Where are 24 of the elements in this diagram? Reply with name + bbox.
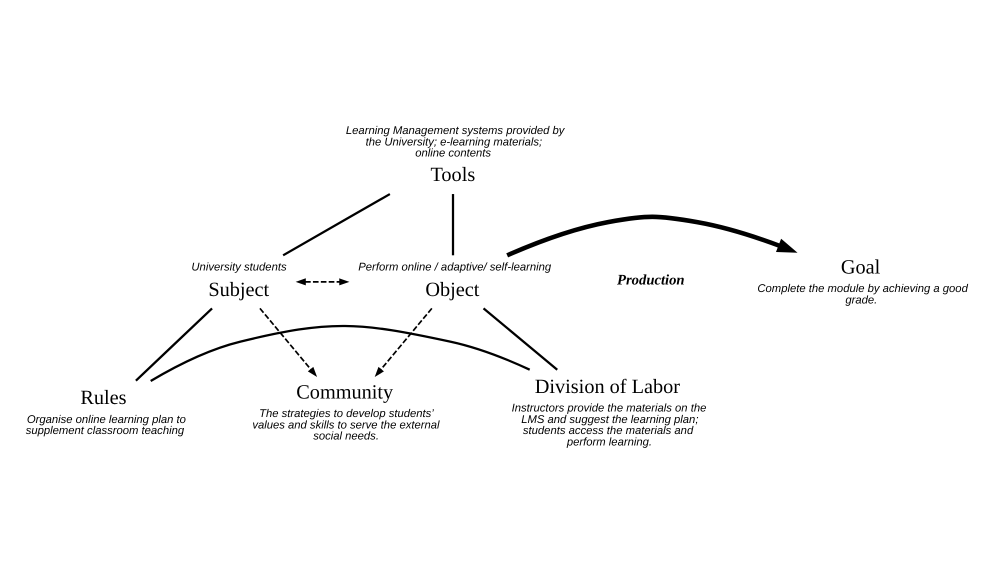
node-text: Community	[296, 381, 394, 404]
node-label: University students	[191, 262, 287, 274]
connector	[150, 324, 530, 382]
arrow	[374, 308, 432, 377]
node-label: Organise online learning plan to supplement classroom teaching	[26, 414, 186, 438]
node-text: Division of Labor	[534, 376, 680, 398]
arrow	[296, 278, 350, 286]
label: Production	[617, 272, 685, 289]
arrow	[506, 214, 798, 258]
node-text: Object	[425, 278, 480, 301]
connector	[452, 194, 454, 256]
connector	[282, 193, 390, 256]
node-label: The strategies to develop students’ values and skills to serve the external social needs.	[252, 408, 440, 443]
node-label: Instructors provide the materials on the LMS and suggest the learning plan; students access the materials and perform learning.	[512, 402, 706, 448]
node-label: Perform online / adaptive/ self-learning	[358, 262, 552, 274]
arrow	[259, 308, 318, 377]
node-text: Tools	[430, 164, 476, 186]
node-text: Subject	[208, 278, 270, 301]
node-label: Complete the module by achieving a good grade.	[757, 283, 968, 306]
connector	[135, 308, 213, 382]
connector	[482, 308, 558, 371]
node-label: Learning Management systems provided by the University; e-learning materials; online contents	[346, 125, 564, 160]
node-text: Goal	[840, 256, 880, 278]
node-text: Rules	[80, 387, 127, 410]
